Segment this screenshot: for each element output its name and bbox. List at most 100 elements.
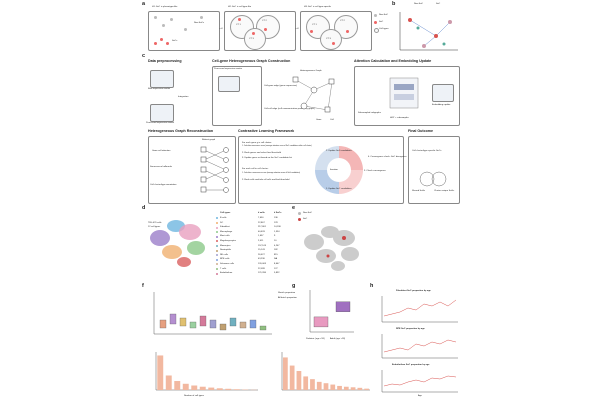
contrastive-text-7: 2. Rank cells and take all cells and fin… [242, 179, 290, 181]
panel-g-label: g [292, 283, 296, 289]
snc-dot [332, 42, 335, 45]
panel-g-chart [309, 290, 354, 333]
bar [157, 355, 164, 390]
bar [296, 371, 302, 390]
hetero-graph [292, 76, 335, 113]
processed-matrix-label: Processed expression matrix [146, 122, 175, 124]
cluster-circle [244, 28, 266, 50]
contrastive-title: Contrastive Learning Framework [238, 129, 295, 133]
non-snc-dot [200, 16, 203, 19]
legend-non-snc-dot [374, 14, 377, 17]
integration-label: Integration [178, 96, 189, 98]
celltype-swatch [216, 249, 219, 252]
cell-gene-edge-label: Cell-gene edge (gene expression) [264, 85, 297, 87]
celltype-swatch [216, 272, 219, 275]
table-cell: RPE cells [220, 258, 230, 261]
raw-matrix-label: Raw expression matrix [148, 88, 171, 90]
table-cell: Megakaryocytes [220, 240, 236, 242]
table-cell: 10 [274, 240, 277, 242]
legend-non-snc: Non-SnC [379, 14, 388, 16]
bar [191, 385, 198, 390]
bar [283, 357, 288, 390]
ct-label: CT 1 [312, 24, 317, 26]
tl-cells: TRL-470 cells [148, 222, 162, 224]
table-cell: 120,063 [258, 263, 266, 265]
table-cell: 182 [274, 249, 278, 252]
hetero-graph-label: Heterogeneous Graph [300, 70, 322, 72]
robust-graph [200, 146, 229, 193]
bar [182, 383, 189, 390]
non-snc-dot [170, 18, 173, 21]
non-snc-dot [184, 28, 187, 31]
celltype-header: Cell types [220, 212, 231, 214]
axis-line [309, 290, 354, 333]
sncs-header: # SnCs [274, 212, 282, 214]
contrastive-text-2: 1. Calculate senescence score (average a… [242, 145, 312, 147]
bar [357, 387, 363, 390]
senescence-hallmarks-label: Senescence hallmarks [150, 166, 173, 168]
celltype-swatch [216, 231, 219, 234]
contrastive-text-4: 3. Update gene set based on the SnC cand… [242, 157, 292, 159]
contrastive-text-3: 2. Rank genes and select final threshold [242, 152, 281, 154]
panel-d-label: d [142, 205, 146, 211]
table-cell: 22,099 [258, 267, 265, 270]
table-cell: NK cells [220, 253, 229, 256]
g-xcat-2: Adult (age >18) [330, 338, 346, 340]
embedding-matrix [432, 84, 454, 102]
non-sncs-label: Non-SnCs [194, 22, 205, 24]
bar [208, 387, 215, 390]
non-snc-dot [162, 24, 165, 27]
snc-dot [166, 42, 169, 45]
cells-header: # cells [258, 212, 265, 214]
panel-c-label: c [142, 53, 146, 59]
b-legend-non-snc: Non-SnC [414, 3, 423, 5]
h2-title: H2: SnC is cell type-like [228, 6, 252, 8]
table-cell: 217,861 [258, 226, 266, 229]
table-cell: 121,286 [258, 272, 266, 275]
snc-dot [238, 18, 241, 21]
legend-celltypes: Cell types [379, 28, 389, 30]
table-cell: 129 [274, 221, 278, 224]
celltype-swatch [216, 267, 219, 271]
table-cell: 9 [274, 235, 276, 238]
legend-celltype-circle [374, 28, 379, 33]
table-cell: 127 [274, 267, 278, 270]
hgt-label: HGT × subsamples [390, 117, 409, 119]
table-cell: 1,334 [274, 230, 280, 233]
e-legend-non-snc-dot [298, 212, 301, 215]
table-cell: Fibroblast [220, 226, 230, 229]
legend-snc: SnC [379, 21, 384, 23]
bar [165, 375, 172, 390]
celltype-swatch [216, 240, 219, 243]
subsampled-label: Subsampled subgraphs [358, 112, 381, 114]
b-legend-snc: SnC [436, 3, 441, 5]
bar [330, 384, 336, 390]
snc-dot [264, 28, 267, 31]
h-title-2: RPE SnC proportion by age [396, 328, 425, 330]
i-chart-celltypes [281, 352, 370, 391]
cycle-step-2: 2. Update SnG candidates [326, 150, 352, 152]
cell-types-count: 12 cell types [148, 226, 161, 228]
final-box [408, 136, 460, 204]
table-cell: Macrophage [220, 230, 233, 233]
hgt-diagram [389, 77, 419, 109]
bar [233, 389, 240, 390]
e-legend-non-snc: Non-SnC [303, 212, 312, 214]
table-cell: 5,832 [274, 272, 280, 275]
table-cell: 7,650 [258, 217, 264, 219]
graph-construction-title: Cell-gene Heterogeneous Graph Constructi… [212, 59, 291, 63]
table-cell: 15,143 [258, 249, 265, 252]
umap-celltypes [150, 220, 205, 267]
cluster-circle [334, 15, 358, 39]
snc-dot [346, 30, 349, 33]
celltype-swatch [216, 244, 219, 248]
h1-title: H1: SnC is phenotype-like [152, 6, 178, 8]
box [313, 316, 329, 328]
celltype-swatch [216, 254, 219, 257]
bar [289, 365, 295, 390]
h1-box [148, 11, 220, 51]
sncs-label: SnCs [172, 40, 178, 42]
final-3: Cluster unique SnGs [434, 190, 455, 192]
gene-legend: Gene [316, 119, 322, 121]
e-legend-snc-dot [298, 218, 301, 221]
